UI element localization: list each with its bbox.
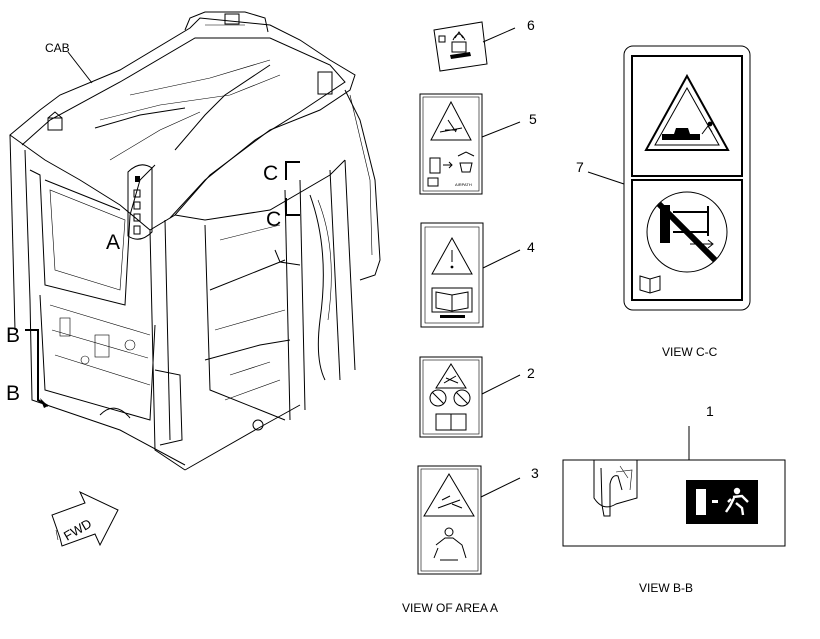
view-c-c-caption: VIEW C-C [662, 345, 718, 359]
decal-3: 3 [417, 465, 539, 575]
decal-1-view: 1 [562, 403, 786, 547]
decal-4: 4 [420, 222, 535, 328]
cab-illustration [9, 11, 381, 471]
callout-3: 3 [531, 465, 539, 481]
section-c-top-label: C [263, 162, 278, 185]
cab-leader [67, 51, 93, 84]
section-c-bottom-label: C [266, 208, 281, 231]
decal-7: 7 [576, 45, 751, 311]
decal-5: AIRPATH 5 [419, 93, 537, 195]
area-a-label: A [106, 231, 120, 254]
fwd-label: FWD [61, 516, 94, 544]
callout-5: 5 [529, 111, 537, 127]
fwd-arrow: FWD [51, 490, 119, 547]
decal-6: 6 [433, 17, 535, 72]
callout-2: 2 [527, 365, 535, 381]
decal-2: 2 [419, 356, 535, 438]
section-b-bottom-label: B [6, 382, 20, 405]
callout-1: 1 [706, 403, 714, 419]
cab-label: CAB [45, 41, 70, 55]
section-b-top-label: B [6, 324, 20, 347]
view-area-a-caption: VIEW OF AREA A [402, 601, 498, 615]
view-b-b-caption: VIEW B-B [639, 581, 693, 595]
decal-5-code: AIRPATH [455, 182, 472, 187]
area-a-outline [127, 164, 153, 240]
callout-7: 7 [576, 159, 584, 175]
callout-6: 6 [527, 17, 535, 33]
callout-4: 4 [527, 239, 535, 255]
